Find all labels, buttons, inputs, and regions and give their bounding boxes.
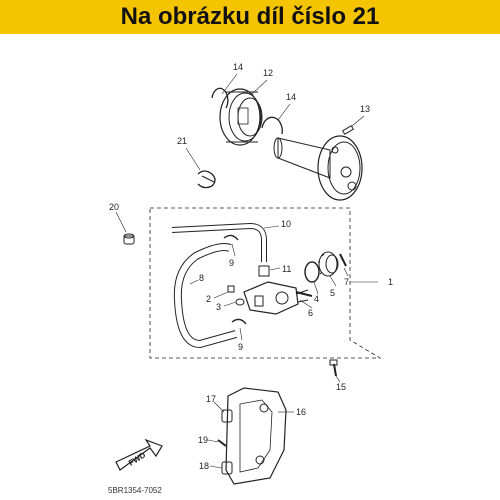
cover-plate-16	[225, 387, 287, 485]
callout-6: 6	[308, 308, 313, 318]
callout-20: 20	[109, 202, 119, 212]
grommet-17	[221, 409, 233, 423]
pulley-part	[219, 88, 263, 146]
bolt-2	[227, 285, 235, 293]
washer-3	[235, 298, 245, 306]
cap-part	[123, 233, 135, 245]
callout-10: 10	[281, 219, 291, 229]
callout-7: 7	[344, 277, 349, 287]
pump-gear-5	[318, 251, 339, 277]
screw-6	[295, 291, 313, 297]
screw-15	[329, 359, 338, 377]
crankshaft-part	[273, 135, 363, 201]
callout-1: 1	[388, 277, 393, 287]
callout-15: 15	[336, 382, 346, 392]
callout-13: 13	[360, 104, 370, 114]
part-21-clip	[197, 170, 216, 189]
callout-3: 3	[216, 302, 221, 312]
callout-9b: 9	[238, 342, 243, 352]
o-ring-4	[304, 261, 320, 283]
pin-7	[339, 253, 347, 267]
callout-5: 5	[330, 288, 335, 298]
callout-11: 11	[282, 264, 291, 274]
circlip-lower	[261, 116, 283, 135]
callout-4: 4	[314, 294, 319, 304]
callout-21: 21	[177, 136, 187, 146]
woodruff-key	[341, 125, 355, 135]
callout-18: 18	[199, 461, 209, 471]
fwd-arrow-icon	[115, 438, 163, 471]
callout-17: 17	[206, 394, 216, 404]
callout-2: 2	[206, 294, 211, 304]
callout-16: 16	[296, 407, 306, 417]
oil-pump-body	[243, 281, 309, 315]
screw-19	[217, 439, 227, 447]
callout-9a: 9	[229, 258, 234, 268]
fitting-11	[258, 265, 270, 277]
title-banner: Na obrázku díl číslo 21	[0, 0, 500, 34]
callout-8: 8	[199, 273, 204, 283]
banner-title: Na obrázku díl číslo 21	[120, 3, 380, 30]
callout-12: 12	[263, 68, 273, 78]
circlip-upper	[211, 87, 229, 109]
diagram-code: 5BR1354-7052	[108, 486, 162, 495]
callout-14b: 14	[286, 92, 296, 102]
hose-clamp-upper	[223, 234, 239, 241]
hose-clamp-lower	[231, 318, 247, 325]
callout-14a: 14	[233, 62, 243, 72]
callout-19: 19	[198, 435, 208, 445]
